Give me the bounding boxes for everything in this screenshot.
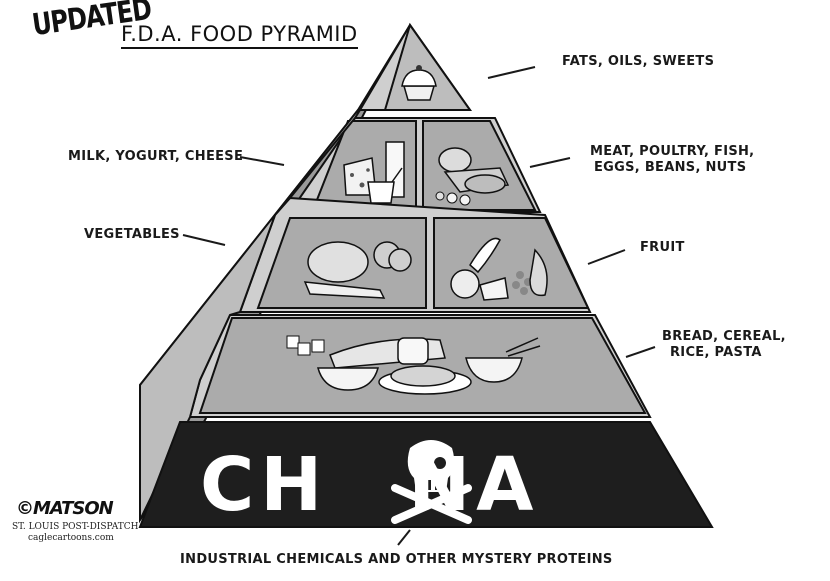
label-bread-line2: RICE, PASTA [670, 345, 762, 360]
label-pointers [182, 66, 656, 546]
pasta-icon [378, 365, 472, 395]
artist-signature: ©MATSON [16, 498, 114, 519]
vegetables-icon [303, 241, 412, 299]
fruit-icon [450, 237, 548, 301]
pyramid-steps [139, 109, 362, 521]
base-word-right: NA [408, 442, 540, 528]
bread-icon [286, 335, 446, 369]
label-milk: MILK, YOGURT, CHEESE [68, 149, 244, 164]
rice-bowl-icon [465, 337, 541, 383]
tier-second [288, 117, 542, 213]
base-word-left: CH [200, 442, 329, 528]
credit-site: caglecartoons.com [28, 533, 114, 543]
cupcake-icon [401, 65, 437, 101]
label-fruit: FRUIT [640, 240, 685, 255]
label-base: INDUSTRIAL CHEMICALS AND OTHER MYSTERY P… [180, 552, 613, 567]
label-meat-line1: MEAT, POULTRY, FISH, [590, 144, 755, 159]
credit-paper: ST. LOUIS POST-DISPATCH [12, 522, 139, 532]
cereal-bowl-icon [317, 367, 379, 391]
label-meat-line2: EGGS, BEANS, NUTS [594, 160, 747, 175]
label-fats: FATS, OILS, SWEETS [562, 54, 715, 69]
yogurt-icon [367, 167, 403, 204]
skull-crossbones-icon [391, 440, 472, 524]
meat-icon [435, 147, 510, 206]
label-vegetables: VEGETABLES [84, 227, 180, 242]
page-title: F.D.A. FOOD PYRAMID [121, 22, 358, 49]
label-bread-line1: BREAD, CEREAL, [662, 329, 786, 344]
